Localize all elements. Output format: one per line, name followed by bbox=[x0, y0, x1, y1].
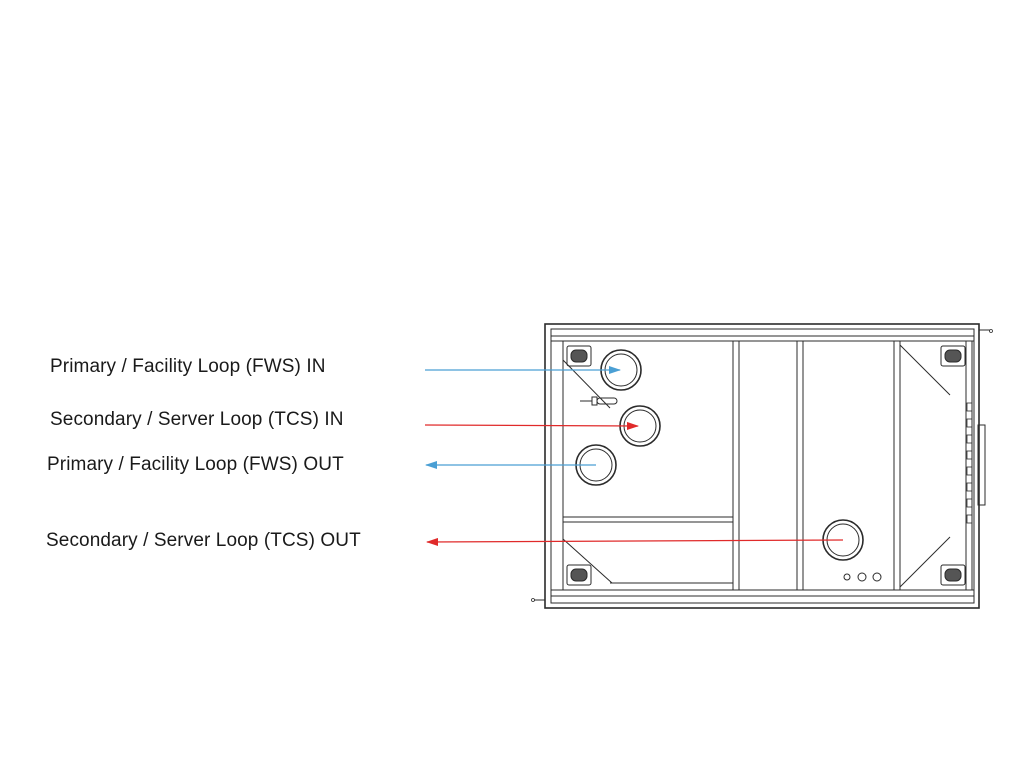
label-tcs-out: Secondary / Server Loop (TCS) OUT bbox=[46, 530, 361, 551]
arrow-tcs-out bbox=[426, 537, 844, 546]
arrow-tcs-in bbox=[424, 421, 639, 430]
label-tcs-in: Secondary / Server Loop (TCS) IN bbox=[50, 409, 344, 430]
caster-icon bbox=[566, 345, 966, 586]
valve-fitting-icon bbox=[580, 396, 618, 406]
label-fws-out: Primary / Facility Loop (FWS) OUT bbox=[47, 454, 344, 475]
indicator-circles bbox=[843, 572, 882, 582]
label-fws-in: Primary / Facility Loop (FWS) IN bbox=[50, 356, 326, 377]
